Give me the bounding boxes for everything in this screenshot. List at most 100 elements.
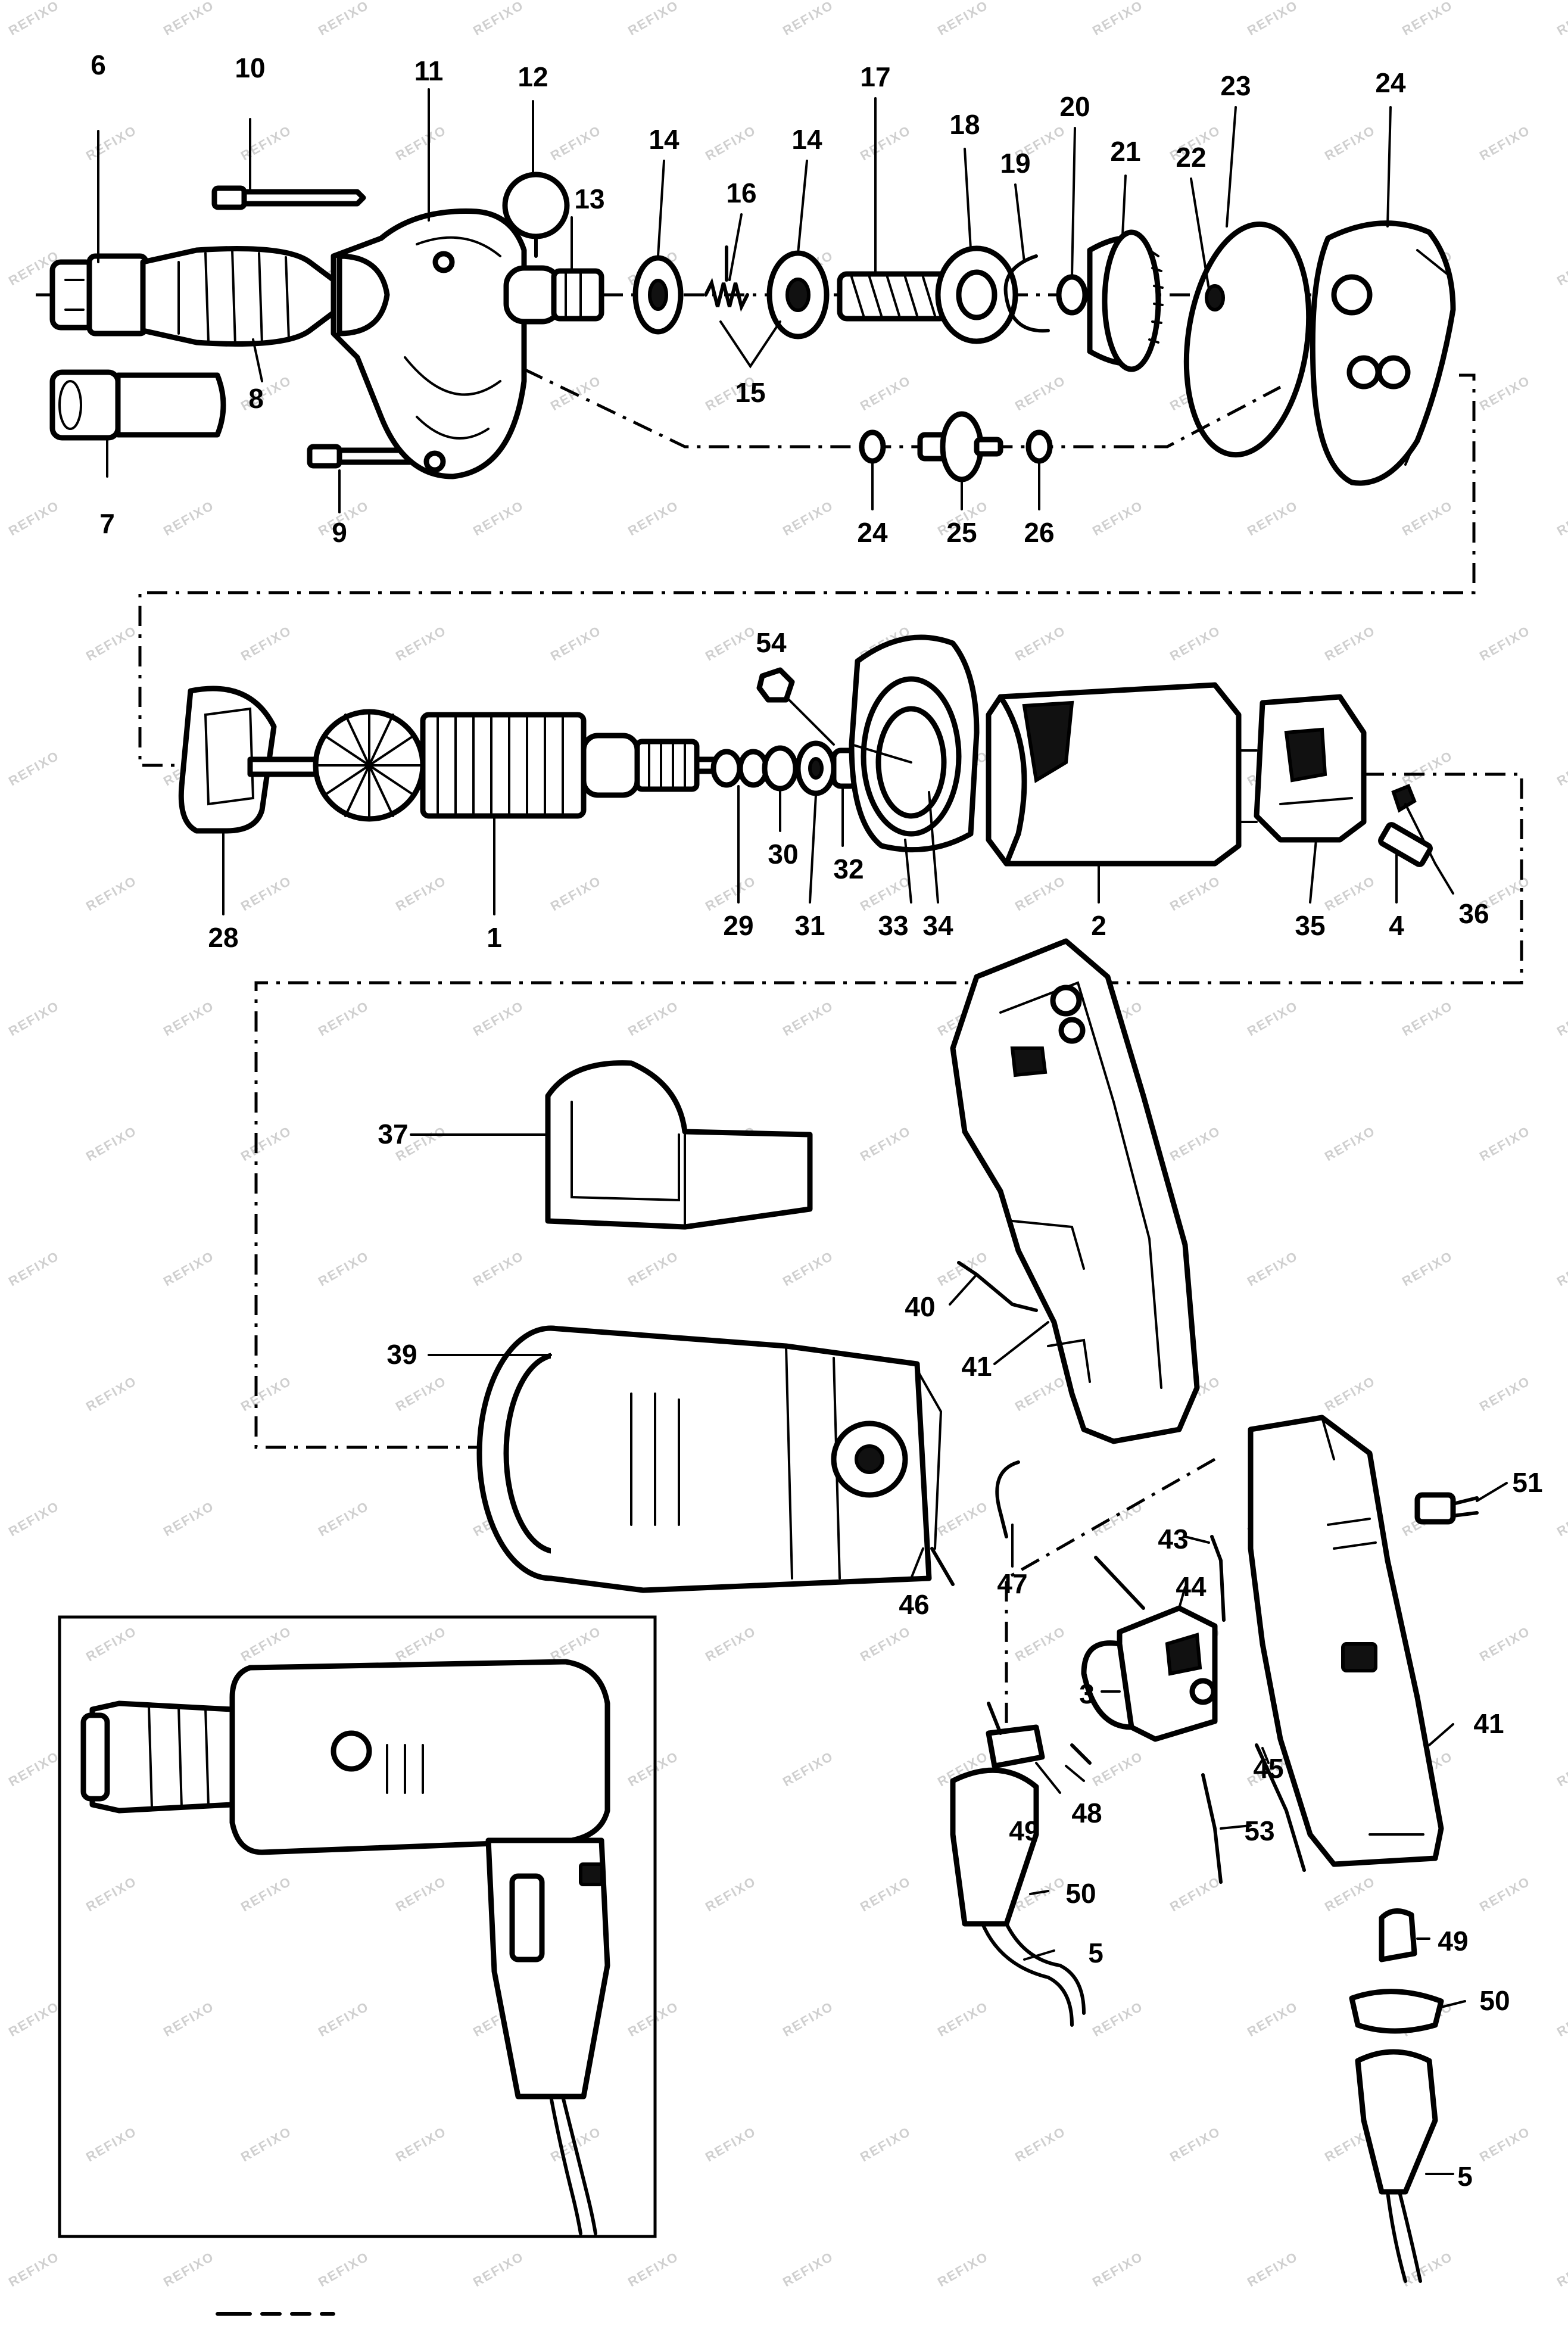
callout-18: 18	[949, 109, 980, 140]
watermark-text: REFIXO	[238, 123, 294, 164]
watermark-text: REFIXO	[1012, 623, 1068, 664]
watermark-text: REFIXO	[161, 0, 217, 38]
callout-7: 7	[99, 508, 115, 539]
watermark-text: REFIXO	[703, 1874, 759, 1915]
watermark-text: REFIXO	[316, 1999, 372, 2040]
watermark-text: REFIXO	[1245, 2249, 1301, 2290]
watermark-text: REFIXO	[238, 2124, 294, 2165]
part-49-clamp-detail	[1379, 1908, 1417, 1962]
watermark-text: REFIXO	[470, 2249, 526, 2290]
watermark-text: REFIXO	[1090, 1999, 1146, 2040]
callout-35: 35	[1295, 910, 1325, 941]
callout-3: 3	[1079, 1678, 1095, 1709]
part-6-nosepiece	[49, 253, 149, 337]
watermark-text: REFIXO	[1554, 498, 1568, 539]
watermark-text: REFIXO	[161, 498, 217, 539]
watermark-text: REFIXO	[1399, 498, 1455, 539]
watermark-text: REFIXO	[83, 623, 139, 664]
callout-leaders	[97, 88, 1508, 2175]
callout-53: 53	[1244, 1815, 1274, 1846]
part-23-gasket	[1183, 221, 1312, 458]
watermark-text: REFIXO	[1090, 2249, 1146, 2290]
watermark-text: REFIXO	[1090, 498, 1146, 539]
watermark-text: REFIXO	[625, 498, 681, 539]
watermark-text: REFIXO	[6, 1999, 62, 2040]
watermark-text: REFIXO	[470, 998, 526, 1039]
watermark-text: REFIXO	[238, 623, 294, 664]
part-21-gear	[1087, 229, 1164, 372]
callout-44: 44	[1176, 1571, 1207, 1602]
callout-16: 16	[726, 177, 756, 208]
watermark-text: REFIXO	[548, 1624, 604, 1665]
watermark-text: REFIXO	[1554, 248, 1568, 289]
callout-22: 22	[1176, 142, 1206, 173]
watermark-text: REFIXO	[780, 1749, 836, 1790]
watermark-text: REFIXO	[703, 123, 759, 164]
watermark-text: REFIXO	[1477, 373, 1533, 414]
watermark-text: REFIXO	[780, 1248, 836, 1289]
watermark-text: REFIXO	[393, 623, 449, 664]
watermark-text: REFIXO	[858, 873, 914, 914]
part-3-switch	[1081, 1605, 1218, 1742]
watermark-text: REFIXO	[470, 0, 526, 38]
watermark-text: REFIXO	[548, 623, 604, 664]
callout-26: 26	[1024, 517, 1054, 548]
watermark-text: REFIXO	[1477, 1624, 1533, 1665]
watermark-text: REFIXO	[625, 998, 681, 1039]
watermark-text: REFIXO	[238, 1123, 294, 1164]
watermark-text: REFIXO	[703, 1624, 759, 1665]
watermark-text: REFIXO	[316, 0, 372, 38]
part-36-carbon-brush	[1391, 784, 1436, 865]
watermark-text: REFIXO	[625, 1248, 681, 1289]
part-24-washer	[859, 429, 886, 464]
callout-54: 54	[756, 627, 787, 658]
part-19-circlip	[1003, 254, 1050, 333]
watermark-text: REFIXO	[1090, 0, 1146, 38]
watermark-text: REFIXO	[316, 2249, 372, 2290]
callout-8: 8	[248, 383, 264, 414]
watermark-text: REFIXO	[1554, 748, 1568, 789]
watermark-text: REFIXO	[161, 1248, 217, 1289]
watermark-text: REFIXO	[703, 2124, 759, 2165]
watermark-text: REFIXO	[316, 998, 372, 1039]
watermark-text: REFIXO	[1322, 1373, 1378, 1415]
part-41-handle-half-left	[950, 938, 1200, 1444]
watermark-text: REFIXO	[161, 1499, 217, 1540]
watermark-text: REFIXO	[1399, 998, 1455, 1039]
watermark-text: REFIXO	[1167, 1123, 1223, 1164]
callout-24-b: 24	[857, 517, 888, 548]
part-45-wire	[1255, 1743, 1306, 1872]
watermark-text: REFIXO	[6, 1499, 62, 1540]
part-4-brush-block	[1378, 822, 1433, 867]
part-1-armature	[247, 709, 732, 822]
watermark-text: REFIXO	[858, 1624, 914, 1665]
callout-13: 13	[574, 183, 604, 214]
part-49-clamp	[986, 1702, 1045, 1769]
watermark-text: REFIXO	[1012, 1624, 1068, 1665]
callout-34: 34	[922, 910, 953, 941]
watermark-text: REFIXO	[858, 1874, 914, 1915]
watermark-text: REFIXO	[1554, 1999, 1568, 2040]
watermark-text: REFIXO	[625, 0, 681, 38]
callout-36: 36	[1458, 898, 1489, 929]
callout-9: 9	[332, 517, 347, 548]
callout-12: 12	[518, 61, 548, 92]
watermark-text: REFIXO	[1322, 623, 1378, 664]
watermark-text: REFIXO	[238, 1373, 294, 1415]
watermark-text: REFIXO	[316, 1499, 372, 1540]
watermark-text: REFIXO	[1399, 2249, 1455, 2290]
watermark-text: REFIXO	[83, 1624, 139, 1665]
watermark-text: REFIXO	[6, 748, 62, 789]
part-14-bearing-b	[766, 250, 830, 339]
watermark-text: REFIXO	[6, 998, 62, 1039]
watermark-text: REFIXO	[625, 2249, 681, 2290]
part-37-cover	[545, 1060, 813, 1230]
callout-11: 11	[414, 55, 444, 86]
callout-39: 39	[386, 1339, 417, 1370]
watermark-text: REFIXO	[1012, 873, 1068, 914]
watermark-text: REFIXO	[1322, 873, 1378, 914]
part-7-nose-cap	[49, 369, 226, 441]
watermark-text: REFIXO	[780, 498, 836, 539]
watermark-text: REFIXO	[1245, 0, 1301, 38]
